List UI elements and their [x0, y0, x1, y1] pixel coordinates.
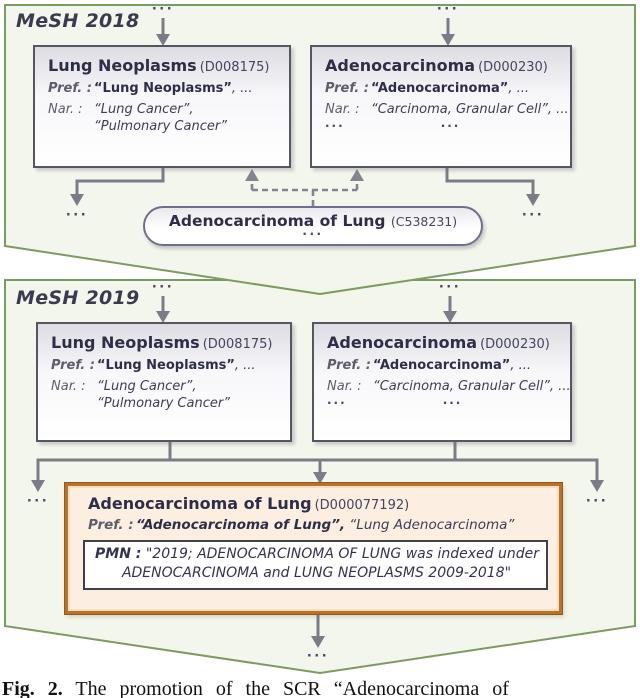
ellipsis-right-child-2019: ···	[585, 494, 609, 509]
nar-label: Nar. :	[51, 379, 86, 395]
nar-term-1: “Lung Cancer”,	[94, 102, 194, 118]
solid-connector-lines	[36, 18, 599, 636]
nar-label: Nar. :	[327, 379, 362, 395]
scr-pill-id: (C538231)	[390, 214, 458, 229]
pmn-line-1: PMN : "2019; ADENOCARCINOMA OF LUNG was …	[95, 545, 539, 564]
descriptor-title: Adenocarcinoma of Lung(D000077192)	[88, 494, 543, 513]
ellipsis-above-adeno-2018: ···	[436, 2, 460, 17]
ellipsis-left-child-2019: ···	[26, 494, 50, 509]
preferred-terms-row: Pref. : “Adenocarcinoma of Lung”, “Lung …	[88, 517, 543, 535]
descriptor-box-adenocarcinoma-2018: Adenocarcinoma(D000230) Pref. : “Adenoca…	[310, 45, 572, 168]
descriptor-title: Lung Neoplasms(D008175)	[48, 56, 279, 75]
pref-more: , ...	[231, 81, 253, 96]
more-terms-ellipses: ··· ···	[327, 396, 560, 410]
connector-adeno-2018-to-right-dots	[445, 168, 535, 194]
pref-label: Pref. :	[325, 81, 369, 96]
scr-pill-adenocarcinoma-of-lung: Adenocarcinoma of Lung (C538231) ···	[143, 206, 483, 246]
pref-term-1: “Adenocarcinoma of Lung”,	[136, 517, 346, 533]
descriptor-title: Adenocarcinoma(D000230)	[325, 56, 560, 75]
pref-label: Pref. :	[48, 81, 92, 96]
nar-term-1: “Carcinoma, Granular Cell”, ...	[371, 102, 569, 118]
descriptor-name: Adenocarcinoma	[327, 333, 478, 352]
ellipsis-above-adeno-2019: ···	[438, 280, 462, 295]
ellipsis: ···	[440, 119, 461, 134]
narrower-terms-row: Nar. : “Carcinoma, Granular Cell”, ...	[325, 101, 569, 118]
narrower-terms-row: Nar. : “Carcinoma, Granular Cell”, ...	[327, 378, 570, 395]
pref-more: , ...	[510, 358, 532, 373]
descriptor-title: Lung Neoplasms(D008175)	[51, 333, 280, 352]
descriptor-title: Adenocarcinoma(D000230)	[327, 333, 560, 352]
descriptor-id: (D000230)	[478, 60, 548, 75]
children-bus-2019	[36, 458, 599, 480]
dashed-arrowheads	[245, 169, 364, 181]
descriptor-id: (D000077192)	[314, 498, 410, 513]
descriptor-box-adenocarcinoma-2019: Adenocarcinoma(D000230) Pref. : “Adenoca…	[312, 322, 572, 442]
preferred-terms-row: Pref. : “Lung Neoplasms”, ...	[51, 357, 280, 374]
ellipsis: ···	[442, 396, 463, 411]
nar-term-2: “Pulmonary Cancer”	[97, 396, 230, 412]
descriptor-id: (D008175)	[202, 337, 273, 352]
pref-more: , ...	[508, 81, 530, 96]
ellipsis-below-scr: ···	[306, 649, 330, 664]
ellipsis-in-pill: ···	[302, 227, 324, 241]
narrower-terms-row: Nar. : “Lung Cancer”, “Pulmonary Cancer”	[51, 378, 280, 412]
pmn-note-box: PMN : "2019; ADENOCARCINOMA OF LUNG was …	[83, 539, 548, 591]
panel-label-mesh-2019: MeSH 2019	[16, 287, 140, 309]
pmn-label: PMN :	[95, 545, 142, 562]
scr-pill-name: Adenocarcinoma of Lung	[168, 212, 386, 230]
pref-label: Pref. :	[88, 517, 134, 533]
more-terms-ellipses: ··· ···	[325, 119, 560, 133]
preferred-terms-row: Pref. : “Lung Neoplasms”, ...	[48, 80, 279, 97]
pref-term: “Lung Neoplasms”	[94, 81, 232, 96]
pref-term-2: “Lung Adenocarcinoma”	[345, 517, 515, 533]
ellipsis-above-lung-2019: ···	[151, 280, 175, 295]
ellipsis: ···	[327, 396, 347, 411]
figure-caption: Fig. 2. The promotion of the SCR “Adenoc…	[2, 678, 640, 698]
pref-term: “Adenocarcinoma”	[371, 81, 509, 96]
pmn-text-2: ADENOCARCINOMA and LUNG NEOPLASMS 2009-2…	[121, 564, 512, 581]
figure-caption-text: The promotion of the SCR “Adenocarcinoma…	[75, 678, 509, 698]
descriptor-box-lung-neoplasms-2019: Lung Neoplasms(D008175) Pref. : “Lung Ne…	[36, 322, 292, 442]
arrowheads	[31, 34, 604, 648]
descriptor-name: Lung Neoplasms	[51, 333, 200, 352]
preferred-terms-row: Pref. : “Adenocarcinoma”, ...	[327, 357, 560, 374]
scr-pill-title: Adenocarcinoma of Lung (C538231)	[145, 212, 481, 230]
nar-term-2: “Pulmonary Cancer”	[94, 119, 227, 135]
preferred-terms-row: Pref. : “Adenocarcinoma”, ...	[325, 80, 560, 97]
pref-more: , ...	[234, 358, 256, 373]
descriptor-name: Lung Neoplasms	[48, 56, 197, 75]
pref-label: Pref. :	[327, 358, 371, 373]
descriptor-box-lung-neoplasms-2018: Lung Neoplasms(D008175) Pref. : “Lung Ne…	[33, 45, 291, 168]
pref-term: “Lung Neoplasms”	[97, 358, 235, 373]
nar-term-1: “Carcinoma, Granular Cell”, ...	[373, 379, 571, 395]
nar-term-1: “Lung Cancer”,	[97, 379, 197, 395]
dashed-connector-lines	[250, 179, 359, 206]
new-descriptor-box-adenocarcinoma-of-lung: Adenocarcinoma of Lung(D000077192) Pref.…	[64, 482, 563, 615]
connector-lung-2018-to-left-dots	[75, 168, 165, 194]
figure-number: Fig. 2.	[2, 678, 63, 698]
ellipsis: ···	[325, 119, 345, 134]
pref-term: “Adenocarcinoma”	[373, 358, 511, 373]
descriptor-id: (D000230)	[480, 337, 550, 352]
ellipsis-right-child-2018: ···	[521, 208, 545, 223]
nar-label: Nar. :	[48, 102, 83, 118]
ellipsis-above-lung-2018: ···	[151, 2, 175, 17]
pmn-text-1: "2019; ADENOCARCINOMA OF LUNG was indexe…	[145, 545, 539, 562]
narrower-terms-row: Nar. : “Lung Cancer”, “Pulmonary Cancer”	[48, 101, 279, 135]
descriptor-id: (D008175)	[199, 60, 270, 75]
panel-label-mesh-2018: MeSH 2018	[16, 10, 140, 32]
pref-label: Pref. :	[51, 358, 95, 373]
ellipsis-left-child-2018: ···	[65, 208, 89, 223]
descriptor-name: Adenocarcinoma	[325, 56, 476, 75]
descriptor-name: Adenocarcinoma of Lung	[88, 494, 312, 513]
nar-label: Nar. :	[325, 102, 360, 118]
